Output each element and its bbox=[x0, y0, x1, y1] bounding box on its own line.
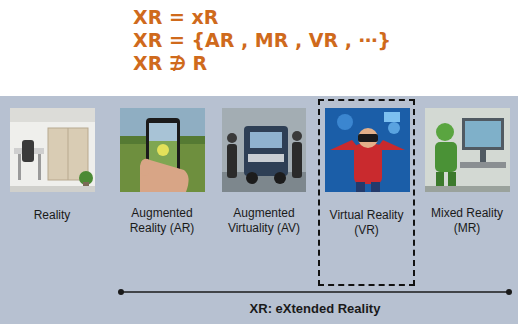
formula-text: XR = xR bbox=[133, 6, 218, 28]
category-label: Augmented Reality (AR) bbox=[120, 206, 204, 236]
vr-person-photo bbox=[325, 108, 410, 192]
category-label: Virtual Reality (VR) bbox=[325, 208, 409, 238]
formula-text: XR ∌ R bbox=[133, 52, 207, 74]
office-photo bbox=[10, 108, 95, 192]
dashed-highlight-box: Virtual Reality (VR) bbox=[318, 99, 415, 286]
ar-phone-photo bbox=[120, 108, 205, 192]
panel-ground bbox=[0, 96, 518, 324]
av-truck-photo bbox=[222, 108, 306, 192]
span-line bbox=[121, 291, 509, 293]
category-label: Augmented Virtuality (AV) bbox=[222, 206, 306, 236]
formula-text: XR = {AR , MR , VR , ⋯} bbox=[133, 29, 391, 51]
span-label: XR: eXtended Reality bbox=[250, 301, 381, 317]
span-end-dot bbox=[118, 289, 124, 295]
span-end-dot bbox=[506, 289, 512, 295]
category-label: Mixed Reality (MR) bbox=[425, 206, 509, 236]
mr-figure-photo bbox=[425, 108, 510, 192]
category-label: Reality bbox=[10, 208, 94, 223]
